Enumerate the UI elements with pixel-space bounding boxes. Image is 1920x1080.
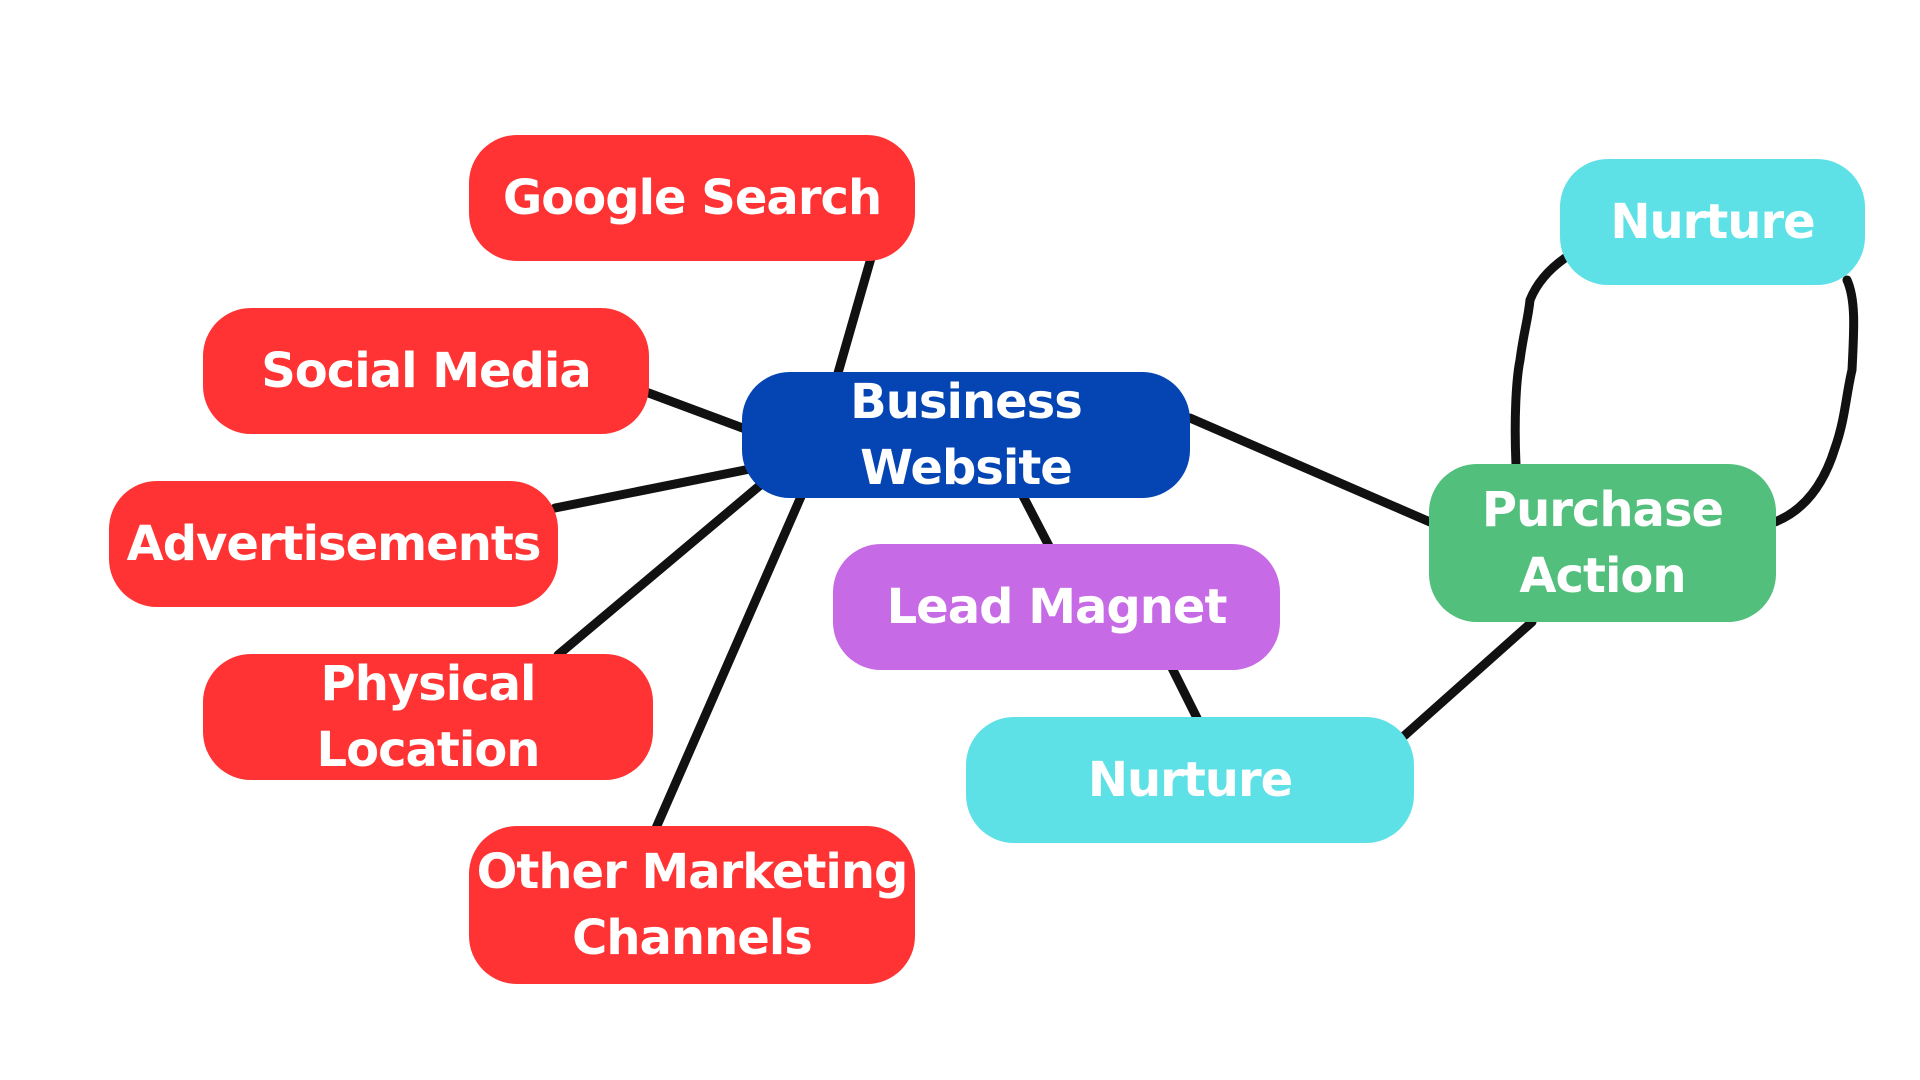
node-google-search: Google Search [469, 135, 915, 261]
edge-ads-to-website [550, 463, 760, 513]
node-lead-magnet-label: Lead Magnet [886, 579, 1228, 635]
edge-website-to-purchase [1185, 413, 1435, 527]
node-purchase-action: Purchase Action [1429, 464, 1776, 622]
node-other-marketing-channels-label: Other Marketing Channels [476, 844, 909, 966]
edge-purchase-loop-left [1510, 253, 1570, 470]
edge-magnet-to-nurture [1167, 663, 1203, 725]
edge-nurture-to-purchase [1399, 617, 1537, 741]
edge-other-to-website [651, 487, 808, 833]
node-nurture-top: Nurture [1560, 159, 1865, 285]
node-advertisements: Advertisements [109, 481, 558, 607]
node-nurture-bottom-label: Nurture [1087, 752, 1293, 808]
node-business-website: Business Website [742, 372, 1190, 498]
edge-social-to-website [641, 387, 753, 435]
node-nurture-bottom: Nurture [966, 717, 1414, 843]
node-physical-location: Physical Location [203, 654, 653, 780]
node-business-website-label: Business Website [850, 374, 1083, 496]
edge-website-to-magnet [1018, 491, 1055, 553]
node-advertisements-label: Advertisements [126, 516, 542, 572]
node-social-media-label: Social Media [261, 343, 592, 399]
node-google-search-label: Google Search [502, 170, 882, 226]
node-other-marketing-channels: Other Marketing Channels [469, 826, 915, 984]
edge-google-to-website [831, 253, 876, 385]
node-nurture-top-label: Nurture [1610, 194, 1815, 250]
edge-purchase-loop-right [1770, 275, 1859, 527]
node-lead-magnet: Lead Magnet [833, 544, 1280, 670]
node-social-media: Social Media [203, 308, 649, 434]
edge-physical-to-website [553, 477, 769, 660]
node-purchase-action-label: Purchase Action [1481, 482, 1724, 604]
node-physical-location-label: Physical Location [316, 656, 541, 778]
